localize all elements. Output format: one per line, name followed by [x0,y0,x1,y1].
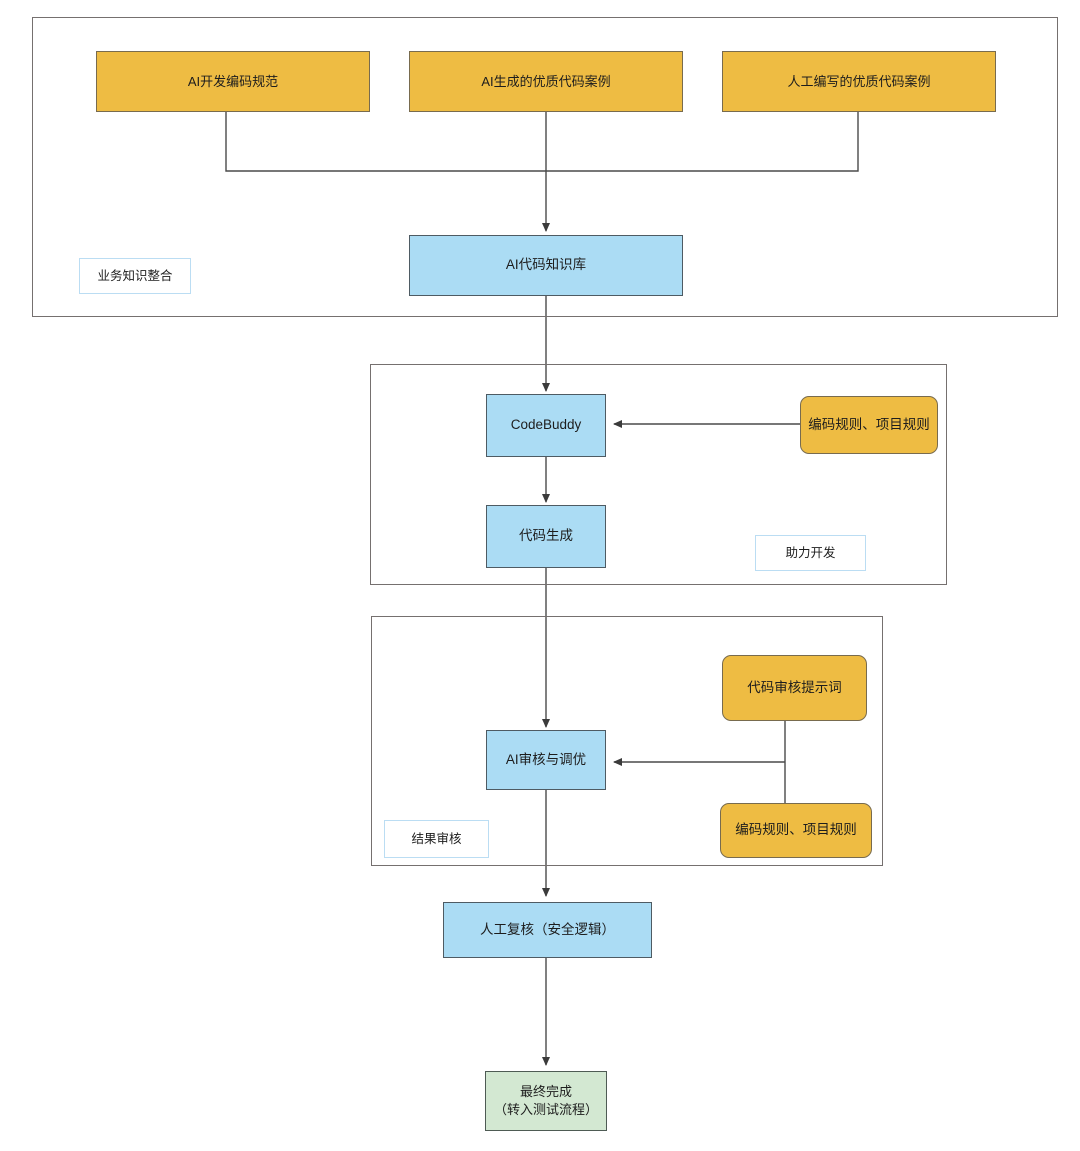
group-assist-development [370,364,947,585]
tag-result-review: 结果审核 [384,820,489,858]
node-ai-code-knowledge-base[interactable]: AI代码知识库 [409,235,683,296]
tag-assist-development: 助力开发 [755,535,866,571]
node-rules-review[interactable]: 编码规则、项目规则 [720,803,872,858]
node-human-written-cases[interactable]: 人工编写的优质代码案例 [722,51,996,112]
node-codebuddy[interactable]: CodeBuddy [486,394,606,457]
group-result-review [371,616,883,866]
node-ai-review-and-tuning[interactable]: AI审核与调优 [486,730,606,790]
node-code-review-prompt[interactable]: 代码审核提示词 [722,655,867,721]
node-rules-development[interactable]: 编码规则、项目规则 [800,396,938,454]
node-code-generation[interactable]: 代码生成 [486,505,606,568]
tag-business-knowledge-integration: 业务知识整合 [79,258,191,294]
node-final-completion[interactable]: 最终完成 （转入测试流程） [485,1071,607,1131]
group-knowledge-integration [32,17,1058,317]
node-ai-generated-cases[interactable]: AI生成的优质代码案例 [409,51,683,112]
node-ai-coding-spec[interactable]: AI开发编码规范 [96,51,370,112]
node-human-recheck[interactable]: 人工复核（安全逻辑） [443,902,652,958]
